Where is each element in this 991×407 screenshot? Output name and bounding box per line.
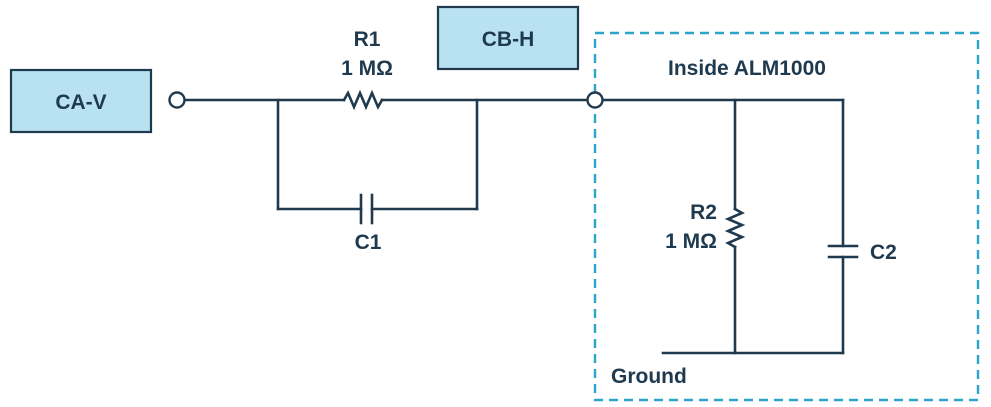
alm1000-input-terminal: [586, 91, 604, 109]
ca-v-label: CA-V: [55, 91, 106, 114]
r1-name-label: R1: [354, 28, 381, 51]
ground-label: Ground: [611, 365, 687, 388]
r1-value-label: 1 MΩ: [341, 57, 393, 80]
alm1000-boundary: [593, 31, 980, 402]
ca-v-channel-box: CA-V: [9, 68, 153, 134]
r2-resistor-symbol: [724, 207, 746, 249]
r2-name-label: R2: [690, 201, 717, 224]
inside-alm1000-label: Inside ALM1000: [668, 57, 826, 80]
cb-h-label: CB-H: [482, 28, 535, 51]
c1-name-label: C1: [355, 231, 382, 254]
r2-value-label: 1 MΩ: [665, 230, 717, 253]
cb-h-channel-box: CB-H: [436, 5, 580, 71]
c2-name-label: C2: [870, 241, 897, 264]
r1-resistor-symbol: [342, 89, 384, 111]
ca-v-terminal: [168, 91, 186, 109]
